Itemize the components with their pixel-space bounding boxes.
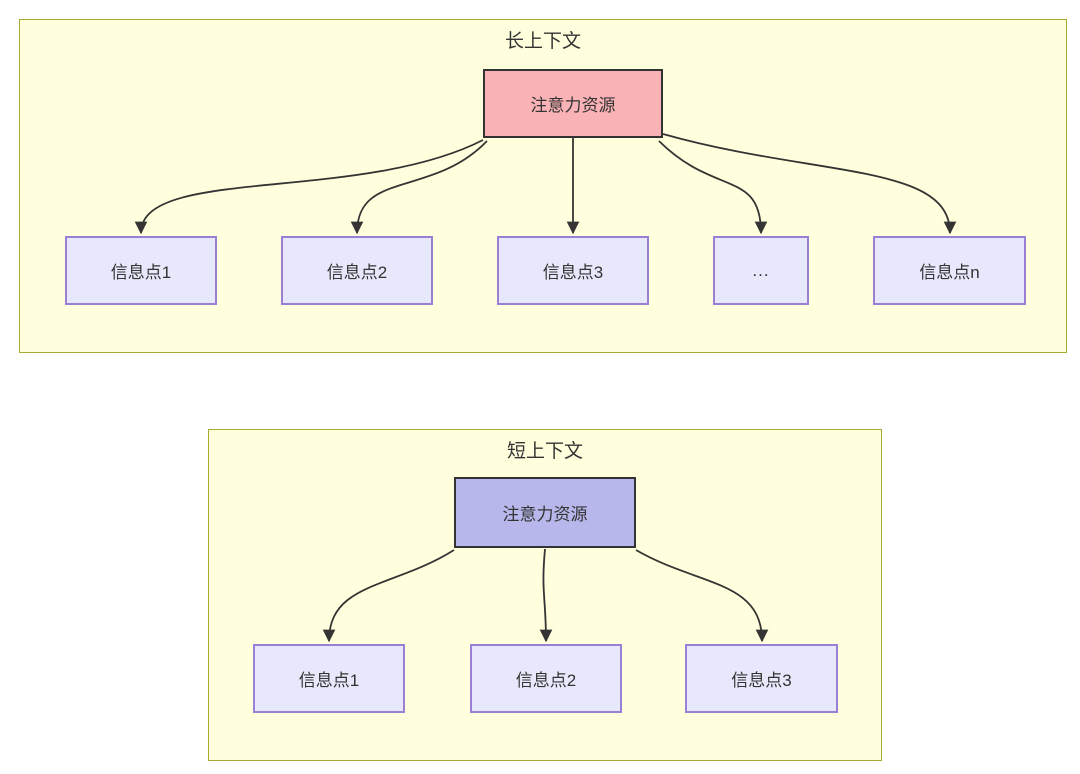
short-info-point-1-node: 信息点1	[253, 644, 405, 713]
long-attention-resource-node: 注意力资源	[483, 69, 663, 138]
short-info-point-2-node: 信息点2	[470, 644, 622, 713]
long-info-point-2-node: 信息点2	[281, 236, 433, 305]
long-info-point-ellipsis-node: ...	[713, 236, 809, 305]
long-info-point-n-node: 信息点n	[873, 236, 1026, 305]
long-info-point-3-node: 信息点3	[497, 236, 649, 305]
short-attention-resource-node: 注意力资源	[454, 477, 636, 548]
long-info-point-1-node: 信息点1	[65, 236, 217, 305]
short-context-title: 短上下文	[506, 441, 583, 462]
short-info-point-3-node: 信息点3	[685, 644, 838, 713]
long-context-title: 长上下文	[504, 31, 581, 52]
